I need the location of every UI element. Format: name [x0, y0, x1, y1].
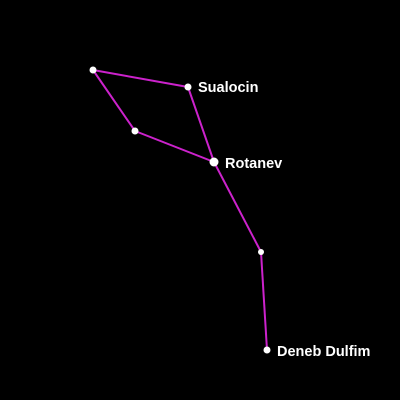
line-star-lower-to-deneb-dulfim — [260, 251, 268, 351]
line-star-upper-left-to-sualocin — [92, 69, 189, 88]
star-rotanev — [209, 157, 219, 167]
star-label-rotanev: Rotanev — [225, 156, 282, 172]
star-star-upper-left — [89, 66, 97, 74]
line-rotanev-to-star-lower — [213, 161, 262, 253]
line-star-upper-left-to-star-middle-left — [92, 69, 136, 132]
star-star-lower — [258, 249, 264, 255]
constellation-lines — [92, 69, 268, 351]
star-label-sualocin: Sualocin — [198, 80, 258, 96]
star-label-deneb-dulfim: Deneb Dulfim — [277, 344, 370, 360]
star-sualocin — [184, 83, 192, 91]
star-deneb-dulfim — [263, 346, 271, 354]
constellation-stars — [89, 66, 271, 354]
line-sualocin-to-rotanev — [187, 86, 215, 163]
line-star-middle-left-to-rotanev — [134, 130, 215, 163]
star-star-middle-left — [131, 127, 139, 135]
